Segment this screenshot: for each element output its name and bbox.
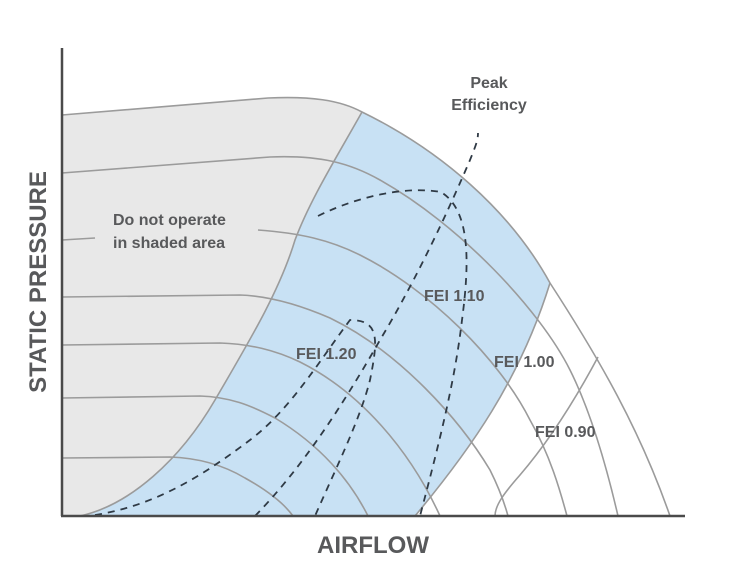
y-axis-title: STATIC PRESSURE	[25, 171, 52, 393]
fei-120-label: FEI 1.20	[296, 346, 357, 363]
efficiency-contours	[94, 132, 479, 517]
fei-110-label: FEI 1.10	[424, 288, 485, 305]
fan-curves	[61, 96, 671, 517]
peak-label-1: Peak	[470, 75, 507, 92]
do-not-operate-label-2: in shaded area	[113, 235, 225, 252]
peak-label-2: Efficiency	[451, 97, 527, 114]
x-axis-title: AIRFLOW	[317, 532, 429, 559]
shaded-region	[62, 97, 362, 516]
fei-region	[80, 112, 550, 516]
do-not-operate-label-1: Do not operate	[113, 212, 226, 229]
fei-090-label: FEI 0.90	[535, 424, 596, 441]
fei-100-label: FEI 1.00	[494, 354, 555, 371]
